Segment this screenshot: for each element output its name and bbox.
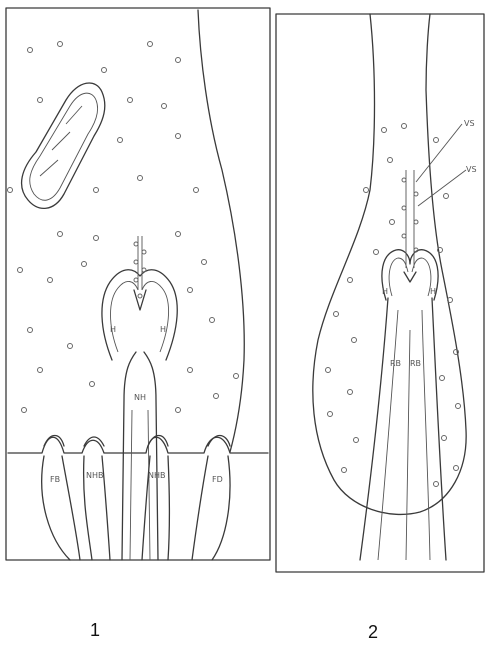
panel-2-label-hair-left: H	[382, 287, 388, 296]
panel-1-vesicles	[8, 42, 239, 413]
panel-1-label-cell-far-right: FD	[212, 475, 223, 484]
panel-1-label-nerve-center: NH	[134, 393, 146, 402]
panel-2-label-hair-right: H	[430, 287, 436, 296]
panel-2-cell-outline	[313, 14, 466, 514]
panel-2-hair-cells	[382, 170, 438, 300]
panel-1-cell-far-right	[192, 456, 230, 560]
panel-2-frame	[276, 14, 484, 572]
panel-1-label-hair-left: H	[110, 325, 116, 334]
panel-2-label-stalk-left: RB	[390, 359, 401, 368]
panel-2: VS VS H H RB RB	[276, 14, 484, 572]
panel-1-number: 1	[90, 620, 100, 641]
panel-2-vesicles	[326, 124, 461, 487]
mitochondrion	[22, 83, 105, 208]
panel-2-pointer-upper	[416, 124, 462, 182]
panel-2-label-stalk-right: RB	[410, 359, 421, 368]
panel-1-cell-outline	[198, 10, 244, 452]
panel-2-label-vs-upper: VS	[464, 119, 475, 128]
panel-2-number: 2	[368, 622, 378, 643]
panel-1-label-cell-far-left: FB	[50, 475, 60, 484]
panel-2-pointer-lower	[418, 170, 466, 206]
panel-1-label-cell-inner-left: NHB	[86, 471, 104, 480]
panel-1: H H NH FB NHB NHB FD	[6, 8, 270, 560]
panel-1-cell-far-left	[42, 456, 80, 560]
panel-2-label-vs-lower: VS	[466, 165, 477, 174]
panel-1-label-hair-right: H	[160, 325, 166, 334]
panel-1-hair-cells	[102, 236, 177, 360]
panel-1-label-cell-inner-right: NHB	[148, 471, 166, 480]
panel-1-nerve-stalk	[122, 352, 158, 560]
panel-2-stalk	[360, 298, 446, 560]
